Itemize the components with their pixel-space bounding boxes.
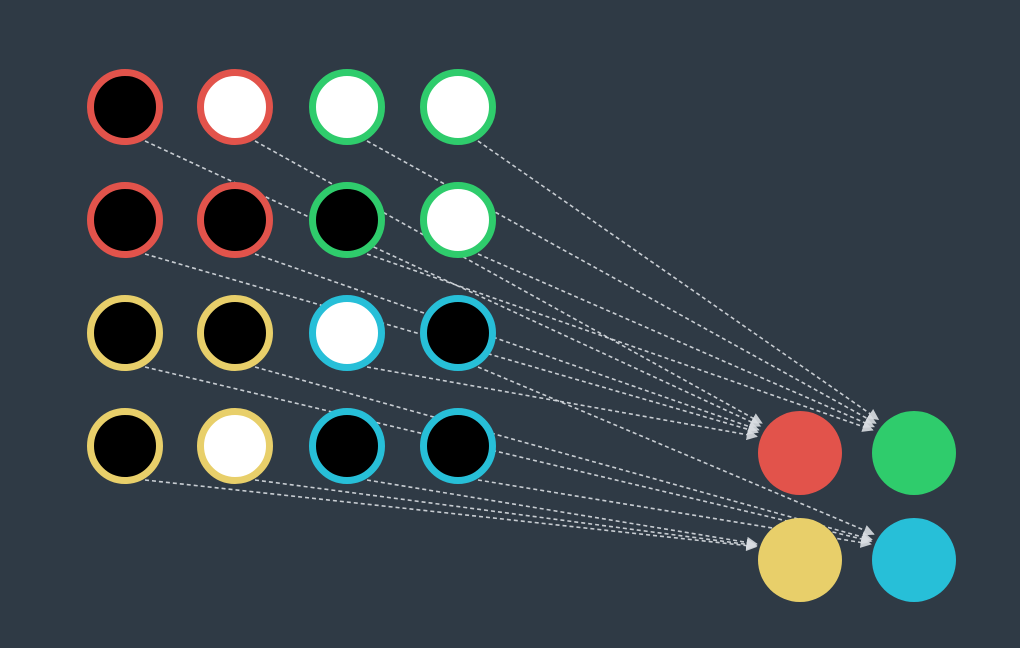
target-yellow-circle <box>758 518 842 602</box>
pixel-r1-c2 <box>309 182 385 258</box>
connector-r1-c1-to-red <box>254 253 760 432</box>
connector-r2-c0-to-blue <box>144 366 873 545</box>
connector-r0-c3-to-green <box>477 140 880 421</box>
pixel-r0-c1 <box>197 69 273 145</box>
pixel-r1-c0 <box>87 182 163 258</box>
pixel-r1-c1 <box>197 182 273 258</box>
target-green-circle <box>872 411 956 495</box>
pixel-r2-c0 <box>87 295 163 371</box>
connector-r1-c2-to-green <box>366 253 874 432</box>
pixel-r3-c1 <box>197 408 273 484</box>
connector-r1-c0-to-red <box>144 253 759 435</box>
connector-r0-c1-to-red <box>254 140 763 424</box>
pixel-r1-c3 <box>420 182 496 258</box>
pixel-r0-c2 <box>309 69 385 145</box>
channel-targets <box>758 411 956 602</box>
pixel-r0-c0 <box>87 69 163 145</box>
pixel-r3-c3 <box>420 408 496 484</box>
pixel-grid <box>87 69 496 484</box>
connector-r2-c3-to-blue <box>477 366 875 536</box>
connector-r0-c2-to-green <box>366 140 877 424</box>
pixel-r3-c0 <box>87 408 163 484</box>
pixel-r2-c2 <box>309 295 385 371</box>
connector-r2-c2-to-red <box>366 366 758 441</box>
target-blue-circle <box>872 518 956 602</box>
pixel-r2-c1 <box>197 295 273 371</box>
pixel-r2-c3 <box>420 295 496 371</box>
connector-r2-c1-to-blue <box>254 366 873 543</box>
connector-r3-c1-to-yellow <box>254 479 758 550</box>
pixel-r0-c3 <box>420 69 496 145</box>
connector-r3-c0-to-yellow <box>144 479 758 552</box>
connector-r3-c2-to-yellow <box>366 479 758 548</box>
target-red-circle <box>758 411 842 495</box>
connector-r1-c3-to-green <box>477 253 875 428</box>
pixel-r3-c2 <box>309 408 385 484</box>
